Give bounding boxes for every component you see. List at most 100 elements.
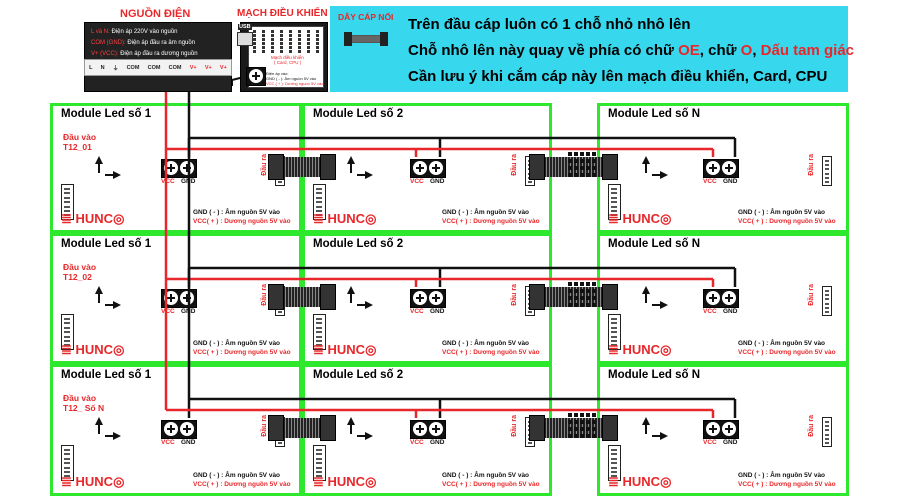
gnd-label: GND — [723, 308, 738, 315]
pin — [253, 30, 256, 33]
pin — [298, 30, 301, 33]
power-terminal — [703, 289, 739, 308]
controller-board: Mạch điều khiển ( Card, CPU ) Điện áp và… — [248, 26, 324, 88]
output-label: Đầu ra — [261, 284, 268, 306]
arrow-stem — [105, 174, 114, 176]
usb-label: USB — [238, 24, 252, 30]
pin — [316, 30, 319, 33]
brand-mark-icon: ≣ — [608, 474, 623, 489]
input-label-text: Đầu vào — [63, 262, 97, 272]
psu-terminal: V+ — [204, 64, 212, 71]
pin — [289, 38, 292, 41]
arrow-up-icon — [95, 156, 103, 164]
hub-connector — [61, 445, 74, 481]
pin — [289, 30, 292, 33]
output-label: Đầu ra — [511, 284, 518, 306]
idc-plug — [529, 154, 545, 180]
hub-connector — [608, 445, 621, 481]
pin — [271, 46, 274, 49]
output-label: Đầu ra — [808, 284, 815, 306]
pin — [262, 34, 265, 37]
input-label-text: Đầu vào — [63, 132, 97, 142]
idc-plug — [268, 154, 284, 180]
arrow-stem — [357, 435, 366, 437]
vcc-note: VCC( + ) : Dương nguồn 5V vào — [193, 349, 291, 356]
screw-icon — [413, 161, 427, 175]
pin — [271, 42, 274, 45]
continuation-dots — [568, 152, 596, 180]
pin — [253, 42, 256, 45]
output-connector — [822, 286, 832, 316]
gnd-note: GND ( - ) : Âm nguồn 5V vào — [442, 340, 530, 347]
screw-icon — [164, 291, 178, 305]
brand-mark-icon: ≣ — [61, 211, 76, 226]
pin — [289, 50, 292, 53]
gnd-note: GND ( - ) : Âm nguồn 5V vào — [442, 209, 530, 216]
pin — [307, 34, 310, 37]
pin — [253, 46, 256, 49]
pin — [262, 38, 265, 41]
pin — [253, 38, 256, 41]
vcc-label: VCC — [410, 308, 424, 315]
arrow-stem — [105, 435, 114, 437]
output-label: Đầu ra — [511, 415, 518, 437]
vcc-label: VCC — [161, 439, 175, 446]
power-supply-title: NGUỒN ĐIỆN — [120, 8, 191, 20]
idc-plug — [602, 415, 618, 441]
vcc-label: VCC — [161, 308, 175, 315]
screw-icon — [429, 161, 443, 175]
vcc-note: VCC( + ) : Dương nguồn 5V vào — [738, 481, 836, 488]
output-label: Đầu ra — [808, 415, 815, 437]
pin — [316, 42, 319, 45]
vcc-note: VCC( + ) : Dương nguồn 5V vào — [738, 349, 836, 356]
brand-name: HUNC — [327, 211, 366, 226]
psu-terminal-strip: L N ⏚ COM COM COM V+ V+ V+ — [84, 59, 232, 76]
hub-connector — [313, 445, 326, 481]
pin — [316, 46, 319, 49]
psu-terminal: COM — [126, 64, 140, 71]
pin — [280, 30, 283, 33]
psu-terminal: COM — [168, 64, 182, 71]
vcc-note: VCC( + ) : Dương nguồn 5V vào — [442, 349, 540, 356]
power-terminal — [161, 420, 197, 439]
info-line-1: Trên đầu cáp luôn có 1 chỗ nhỏ nhô lên — [408, 16, 691, 33]
output-label: Đầu ra — [261, 415, 268, 437]
gnd-label: GND — [430, 308, 445, 315]
power-terminal — [161, 159, 197, 178]
idc-plug — [529, 284, 545, 310]
module-title: Module Led số N — [608, 108, 700, 120]
screw-icon — [706, 291, 720, 305]
arrow-right-icon — [365, 301, 373, 309]
screw-icon — [180, 291, 194, 305]
brand-dot-icon: ◎ — [660, 211, 672, 226]
arrow-right-icon — [113, 301, 121, 309]
info-line-3: Cần lưu ý khi cắm cáp này lên mạch điều … — [408, 68, 828, 85]
vcc-label: VCC — [703, 308, 717, 315]
gnd-note: GND ( - ) : Âm nguồn 5V vào — [738, 340, 826, 347]
idc-plug — [529, 415, 545, 441]
gnd-label: GND — [181, 439, 196, 446]
hub-connector — [608, 314, 621, 350]
output-connector — [822, 417, 832, 447]
pin — [298, 46, 301, 49]
gnd-label: GND — [430, 439, 445, 446]
gnd-note: GND ( - ) : Âm nguồn 5V vào — [193, 209, 281, 216]
brand-mark-icon: ≣ — [608, 211, 623, 226]
brand-logo: ≣ HUNC◎ — [313, 342, 376, 358]
pin — [298, 42, 301, 45]
brand-logo: ≣ HUNC◎ — [61, 474, 124, 490]
psu-terminal: V+ — [219, 64, 227, 71]
gnd-note: GND ( - ) : Âm nguồn 5V vào — [738, 209, 826, 216]
screw-icon — [722, 422, 736, 436]
controller-note-1: Điện áp vào: — [266, 71, 289, 76]
output-connector — [822, 156, 832, 186]
brand-mark-icon: ≣ — [608, 342, 623, 357]
hub-connector — [61, 314, 74, 350]
pin — [280, 38, 283, 41]
